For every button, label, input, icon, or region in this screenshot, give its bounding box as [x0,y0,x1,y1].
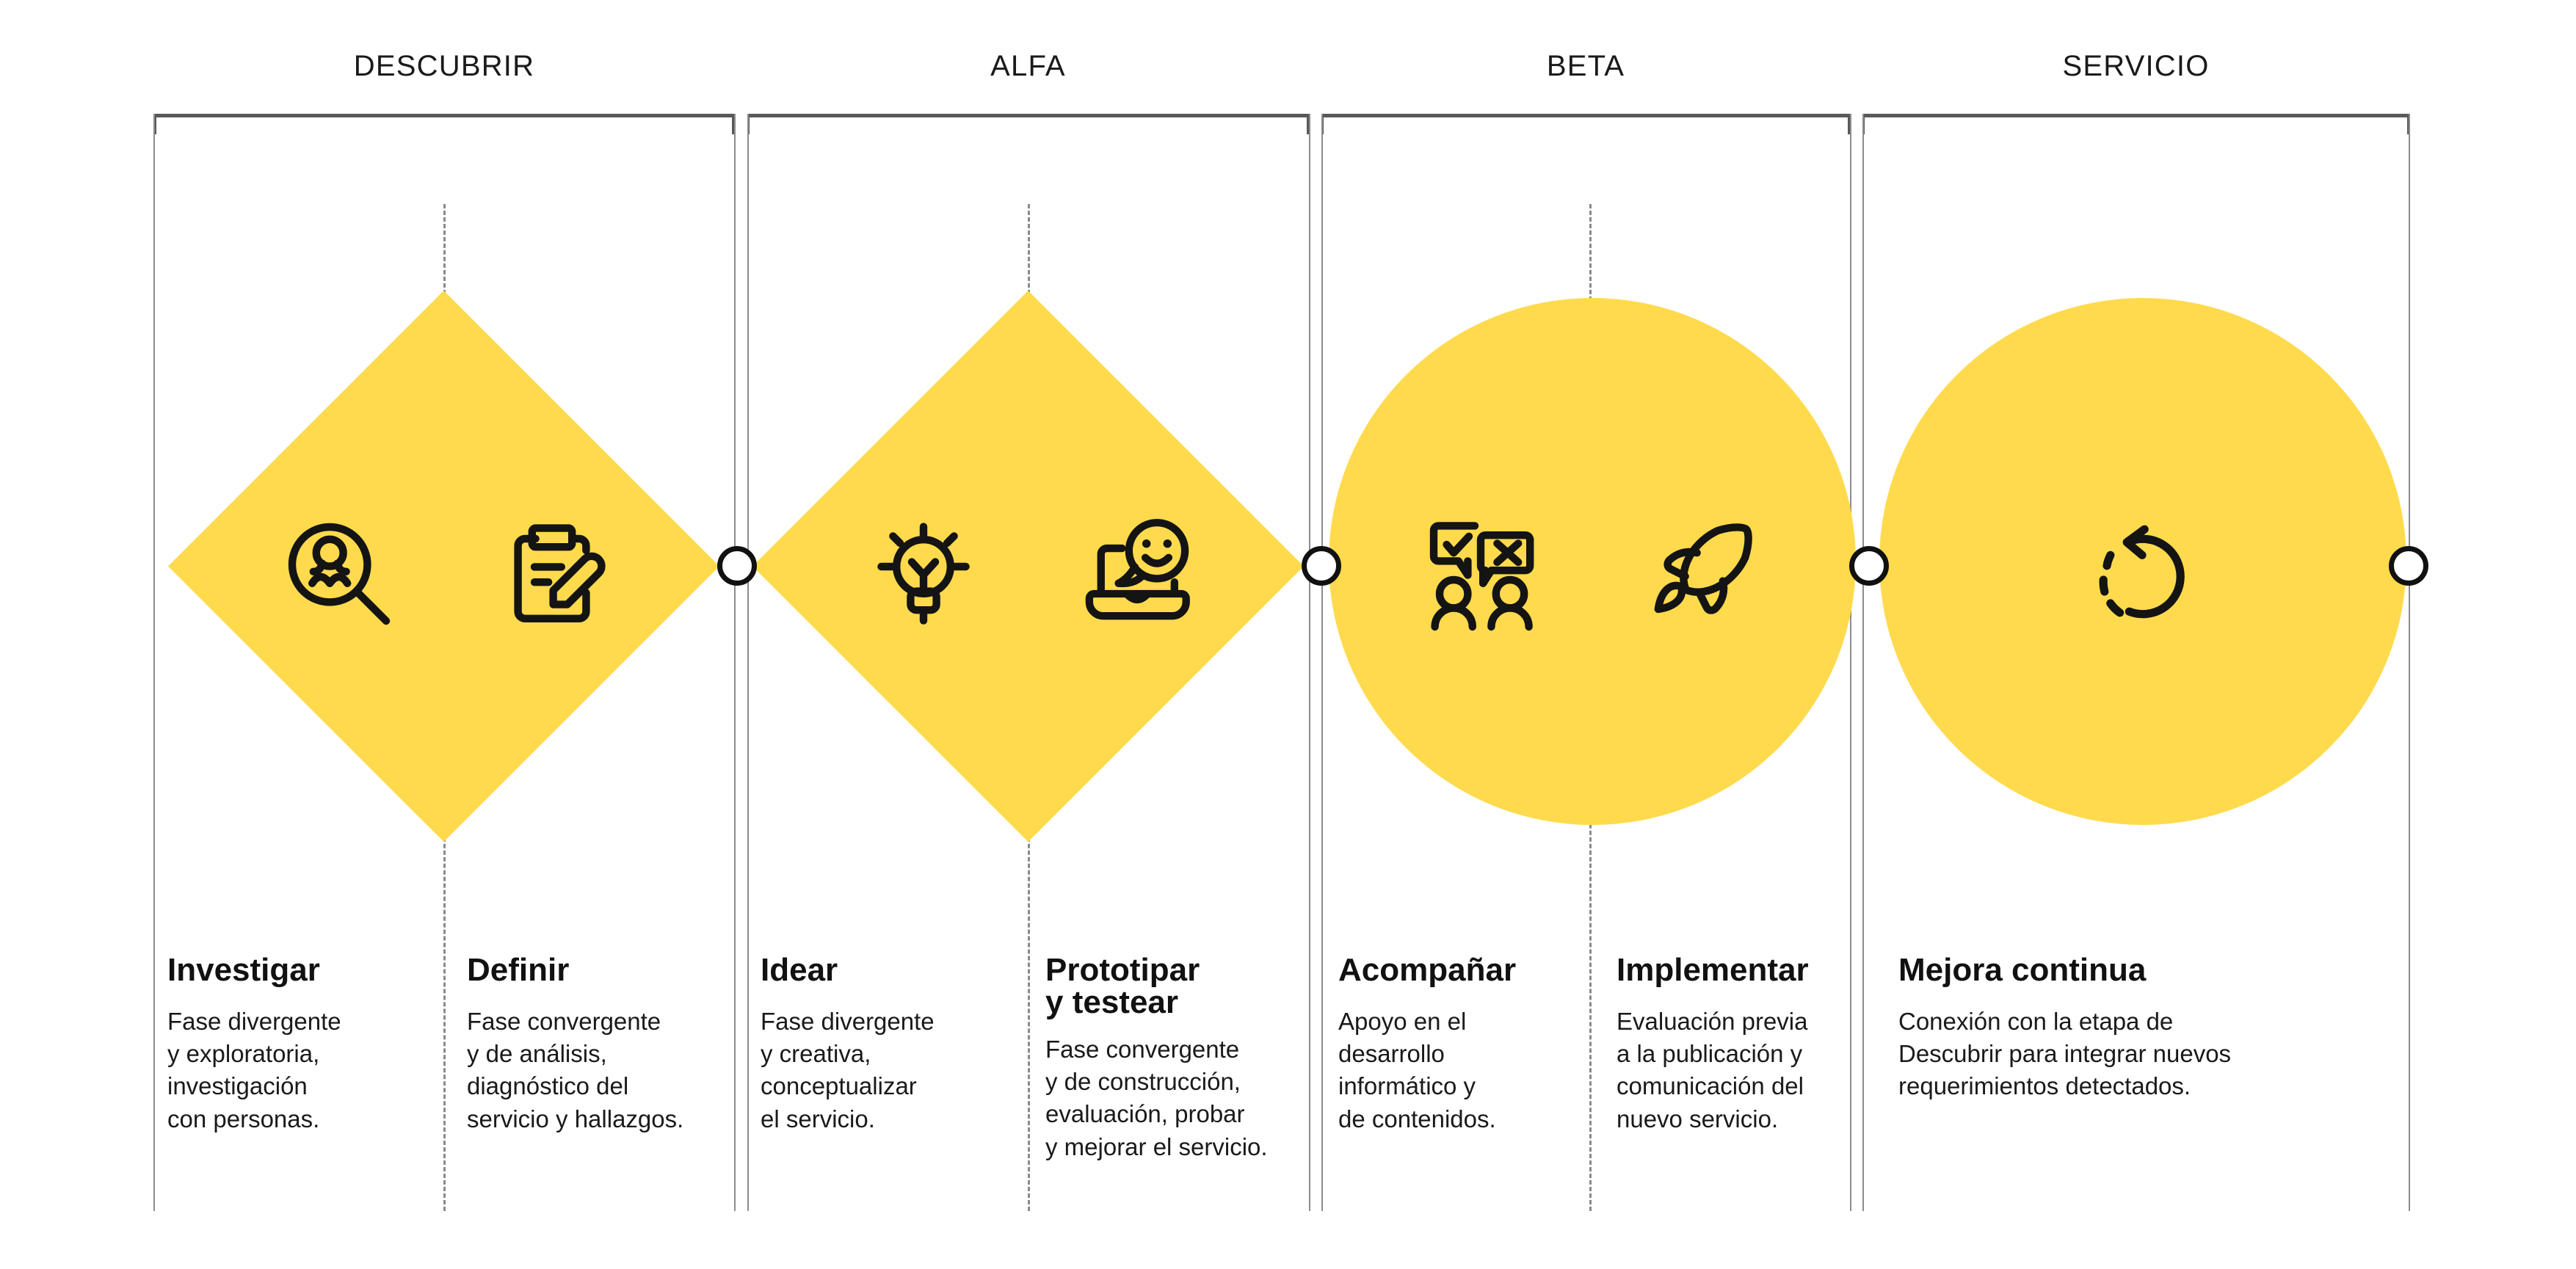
diamond-descubrir [168,291,719,842]
step-title: Acompañar [1338,952,1517,988]
phase-bracket-servicio [1862,114,2409,134]
step-description: Apoyo en el desarrollo informático y de … [1338,1008,1496,1132]
phase-bracket-alfa [747,114,1309,134]
step-column-implementar: Implementar Evaluación previa a la publi… [1617,954,1866,1135]
step-title: Idear [761,952,838,988]
phase-label-alfa: ALFA [990,50,1066,82]
step-column-prototipar: Prototipar y testear Fase convergente y … [1045,954,1321,1163]
lightbulb-icon [865,514,982,631]
step-column-investigar: Investigar Fase divergente y exploratori… [167,954,388,1135]
column-separator-2 [734,114,736,1211]
column-separator-4 [1309,114,1310,1211]
step-column-mejora-continua: Mejora continua Conexión con la etapa de… [1898,954,2354,1103]
step-description: Fase convergente y de análisis, diagnóst… [467,1008,684,1132]
junction-node-4 [2389,546,2428,586]
step-column-idear: Idear Fase divergente y creativa, concep… [761,954,995,1135]
phase-bracket-beta [1321,114,1850,134]
column-separator-3 [747,114,749,1211]
junction-node-3 [1849,546,1889,586]
circle-servicio [1879,298,2406,825]
diamond-alfa [752,291,1304,842]
column-separator-8 [2409,114,2410,1211]
step-description: Fase convergente y de construcción, eval… [1045,1036,1268,1160]
magnifier-person-icon [280,515,398,633]
clipboard-pencil-icon [493,515,611,633]
laptop-smiley-icon [1078,515,1197,633]
step-description: Conexión con la etapa de Descubrir para … [1898,1008,2232,1100]
step-title: Investigar [167,952,320,988]
step-column-definir: Definir Fase convergente y de análisis, … [467,954,739,1135]
phase-label-descubrir: DESCUBRIR [353,50,535,82]
people-feedback-icon [1424,515,1549,633]
column-separator-7 [1862,114,1864,1211]
column-separator-5 [1321,114,1323,1211]
step-title: Definir [467,952,570,988]
column-separator-1 [153,114,155,1211]
step-description: Fase divergente y creativa, conceptualiz… [761,1008,935,1132]
step-title: Prototipar y testear [1045,952,1200,1020]
phase-label-servicio: SERVICIO [2062,50,2210,82]
junction-node-1 [717,546,757,586]
step-title: Mejora continua [1898,952,2147,988]
column-separator-6 [1850,114,1851,1211]
step-column-acompanar: Acompañar Apoyo en el desarrollo informá… [1338,954,1581,1135]
step-description: Evaluación previa a la publicación y com… [1617,1008,1808,1132]
refresh-cycle-icon [2083,515,2201,633]
step-title: Implementar [1617,952,1809,988]
junction-node-2 [1302,546,1341,586]
step-description: Fase divergente y exploratoria, investig… [167,1008,341,1132]
circle-beta [1329,298,1856,825]
phase-bracket-descubrir [154,114,734,134]
phase-label-beta: BETA [1546,50,1625,82]
rocket-icon [1643,515,1760,633]
